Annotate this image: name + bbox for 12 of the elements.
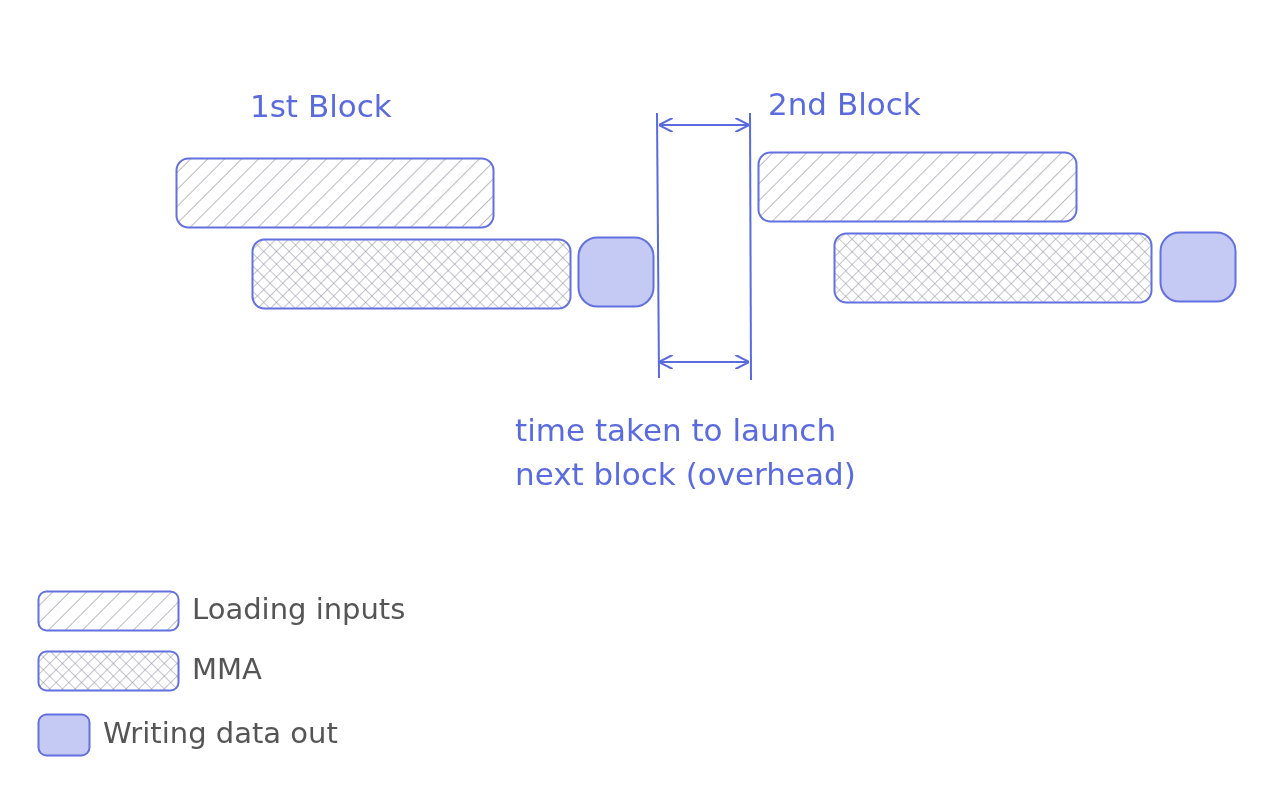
timeline-bar (833, 232, 1153, 304)
timeline-block (1159, 231, 1237, 303)
timeline-bar (251, 238, 572, 310)
timeline-block (577, 236, 655, 308)
timeline-bar (175, 157, 495, 229)
annotation-text: time taken to launch next block (overhead) (515, 411, 857, 494)
block-label: 2nd Block (768, 85, 922, 124)
timeline-bar (757, 151, 1078, 223)
legend-label: Loading inputs (192, 591, 406, 628)
block-label: 1st Block (250, 87, 393, 126)
legend-label: Writing data out (103, 715, 338, 752)
legend-label: MMA (192, 651, 262, 688)
